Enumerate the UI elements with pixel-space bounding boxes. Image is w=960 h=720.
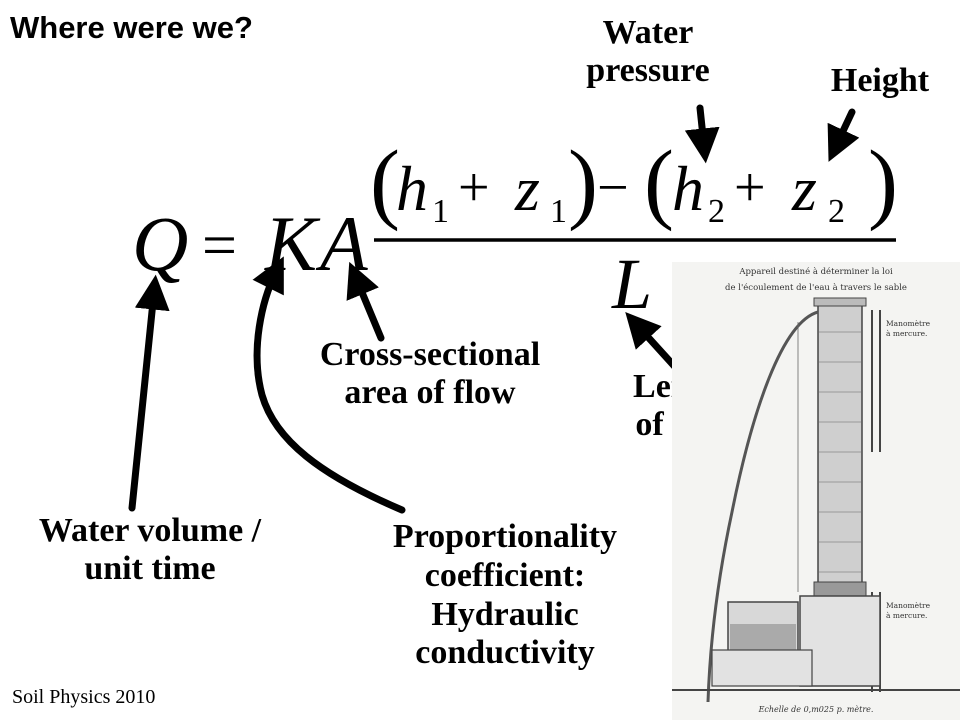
label-water-volume: Water volume / unit time [38,512,262,588]
eq-a: A [315,200,368,287]
arrow-height [827,108,860,162]
eq-h1: h [396,153,428,224]
arrow-water-volume [128,274,170,512]
column-top-flange [813,297,867,307]
eq-equals: = [202,212,237,280]
eq-plus-2: + [734,157,766,219]
arrow-cross-section [346,261,385,342]
eq-plus-1: + [458,157,490,219]
manometer-label-lower: Manomètre [886,601,931,610]
eq-h1-sub: 1 [432,193,449,230]
eq-minus: − [597,157,629,219]
label-height: Height [830,62,930,99]
apparatus-caption-2: de l'écoulement de l'eau à travers le sa… [725,282,907,293]
manometer-label-upper: Manomètre [886,319,931,328]
label-cross-section: Cross-sectional area of flow [319,336,541,412]
scale-caption: Echelle de 0,m025 p. mètre. [758,705,874,714]
eq-h2-sub: 2 [708,193,725,230]
eq-close-paren-1: ) [568,133,598,232]
label-proportionality: Proportionality coefficient: Hydraulic c… [392,518,618,672]
arrow-length [625,312,680,372]
arrow-proportionality [252,256,406,514]
inflow-pipe [706,310,819,703]
svg-text:à mercure.: à mercure. [886,611,927,620]
column-bottom-flange [813,581,867,597]
eq-l: L [611,244,652,324]
apparatus-caption-1: Appareil destiné à déterminer la loi [738,266,893,277]
slide-footer: Soil Physics 2010 [12,686,156,708]
eq-z1: z [514,153,540,224]
eq-h2: h [672,153,704,224]
base-pedestal [799,595,881,687]
eq-z1-sub: 1 [550,193,567,230]
eq-close-paren-2: ) [868,133,898,232]
reservoir-water [730,624,796,650]
eq-z2-sub: 2 [828,193,845,230]
slide-title: Where were we? [10,10,253,45]
eq-open-paren-1: ( [370,133,400,232]
svg-text:à mercure.: à mercure. [886,329,927,338]
eq-q: Q [132,200,188,287]
reservoir-stand [711,649,813,687]
darcy-apparatus-illustration: Appareil destiné à déterminer la loi de … [672,262,960,720]
eq-z2: z [791,153,817,224]
eq-open-paren-2: ( [644,133,674,232]
label-water-pressure: Water pressure [586,14,710,90]
arrow-water-pressure [684,104,720,164]
